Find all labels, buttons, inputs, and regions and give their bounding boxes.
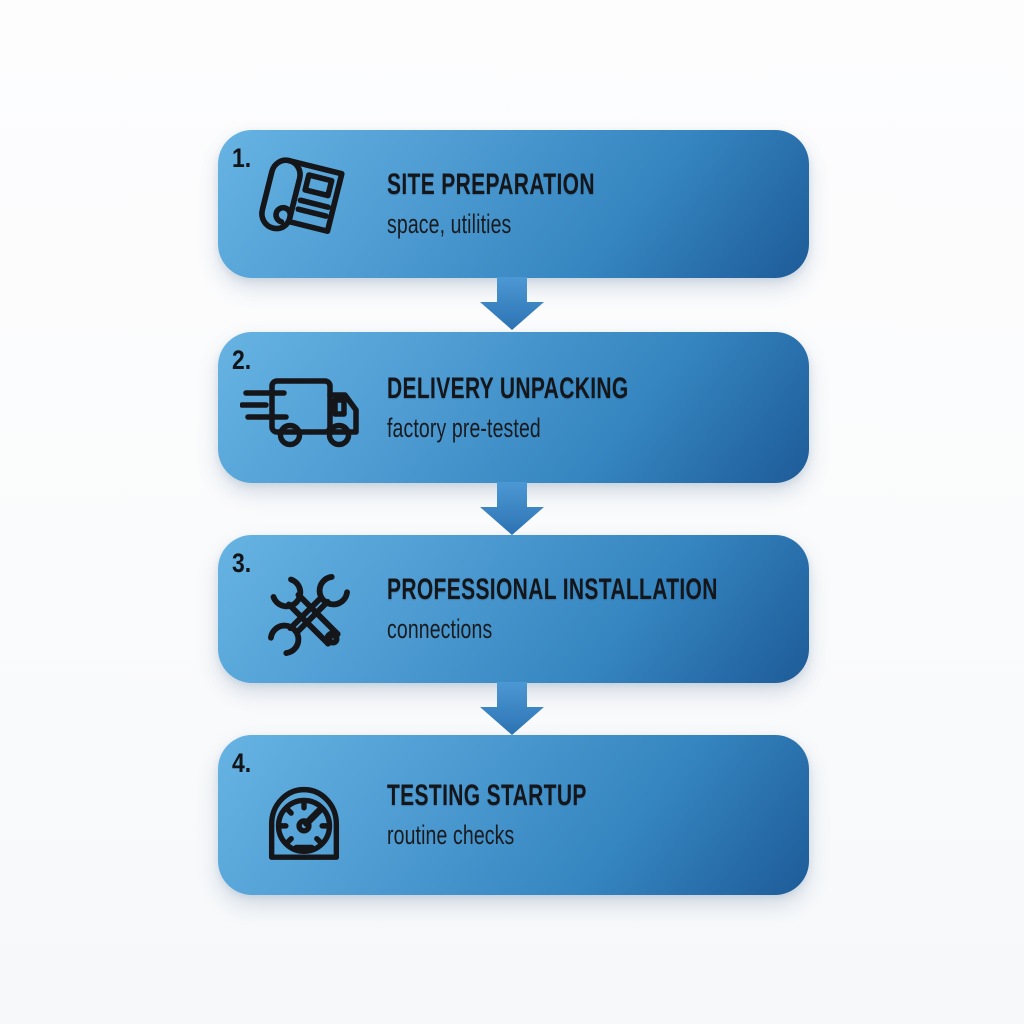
step-number: 3. [232,548,252,578]
gauge-icon [254,771,354,869]
step-subtitle: factory pre-tested [387,412,541,443]
down-arrow-icon [480,277,544,330]
step-title: TESTING STARTUP [387,779,587,812]
step-card-delivery-unpacking: 2. DELIVERY UNPACKING factory pre-tested [218,332,809,483]
step-number: 2. [232,345,252,375]
step-subtitle: connections [387,614,493,644]
step-subtitle: space, utilities [387,209,512,239]
delivery-truck-icon [240,368,364,454]
step-subtitle: routine checks [387,820,515,850]
step-number: 1. [232,143,252,173]
step-title: SITE PREPARATION [387,168,595,201]
step-title: PROFESSIONAL INSTALLATION [387,573,718,606]
crossed-wrenches-icon [256,559,362,671]
step-card-site-preparation: 1. SITE PREPARATION space, utilities [218,130,809,278]
step-number: 4. [232,748,252,778]
step-card-testing-startup: 4. TESTING STAR [218,735,809,895]
down-arrow-icon [480,682,544,735]
down-arrow-icon [480,482,544,535]
step-card-professional-installation: 3. PROFESSIONAL INSTALLATI [218,535,809,683]
blueprint-icon [248,150,350,254]
step-title: DELIVERY UNPACKING [387,371,629,405]
